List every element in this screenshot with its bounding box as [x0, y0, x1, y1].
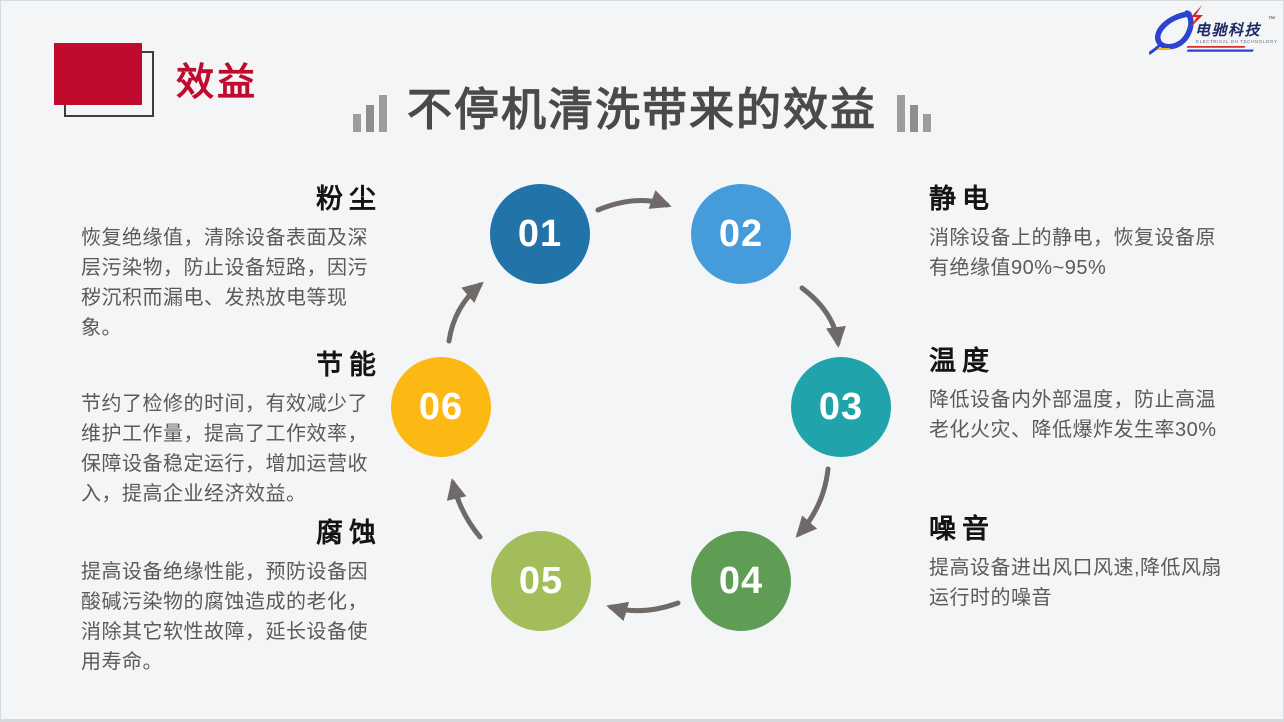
logo-stripe-blue — [1186, 49, 1254, 52]
logo-swoosh-tail — [1148, 42, 1163, 55]
benefit-block-dust: 粉尘 恢复绝缘值，清除设备表面及深层污染物，防止设备短路，因污秽沉积而漏电、发热… — [81, 183, 386, 343]
step-circle-04: 04 — [691, 531, 791, 631]
benefit-block-noise: 噪音 提高设备进出风口风速,降低风扇运行时的噪音 — [929, 513, 1234, 613]
benefit-body: 恢复绝缘值，清除设备表面及深层污染物，防止设备短路，因污秽沉积而漏电、发热放电等… — [81, 227, 368, 339]
title-row: 不停机清洗带来的效益 — [1, 73, 1283, 138]
benefit-heading: 噪音 — [929, 514, 995, 544]
benefit-block-corrosion: 腐蚀 提高设备绝缘性能，预防设备因酸碱污染物的腐蚀造成的老化，消除其它软性故障，… — [81, 517, 386, 677]
company-logo: 电驰科技 ™ ELECTRICAL DH TECHNOLOGY — [1148, 4, 1277, 60]
benefit-body: 消除设备上的静电，恢复设备原有绝缘值90%~95% — [929, 227, 1216, 279]
benefit-body: 降低设备内外部温度，防止高温老化火灾、降低爆炸发生率30% — [929, 389, 1217, 441]
corner-badge — [54, 43, 214, 123]
benefit-body: 提高设备进出风口风速,降低风扇运行时的噪音 — [929, 557, 1223, 609]
benefit-block-static: 静电 消除设备上的静电，恢复设备原有绝缘值90%~95% — [929, 183, 1234, 283]
logo-graphic: 电驰科技 ™ ELECTRICAL DH TECHNOLOGY — [1148, 5, 1277, 55]
benefit-heading: 腐蚀 — [316, 518, 382, 548]
logo-trademark: ™ — [1268, 16, 1275, 23]
arrow-04-to-05 — [606, 600, 681, 622]
corner-badge-fill — [54, 43, 142, 105]
benefit-body: 节约了检修的时间，有效减少了维护工作量，提高了工作效率，保障设备稳定运行，增加运… — [81, 393, 368, 505]
equalizer-bars-left-icon — [352, 95, 387, 138]
arrow-06-to-01 — [446, 281, 484, 344]
benefit-heading: 温度 — [929, 346, 995, 376]
benefit-block-energy: 节能 节约了检修的时间，有效减少了维护工作量，提高了工作效率，保障设备稳定运行，… — [81, 349, 386, 509]
section-label: 效益 — [176, 62, 259, 104]
logo-stripe-yellow — [1157, 48, 1171, 50]
page-title: 不停机清洗带来的效益 — [406, 84, 877, 135]
step-circle-06: 06 — [391, 357, 491, 457]
benefit-body: 提高设备绝缘性能，预防设备因酸碱污染物的腐蚀造成的老化，消除其它软性故障，延长设… — [81, 561, 368, 673]
lightning-bolt-icon — [1189, 5, 1203, 29]
benefit-block-temperature: 温度 降低设备内外部温度，防止高温老化火灾、降低爆炸发生率30% — [929, 345, 1234, 445]
logo-tagline: ELECTRICAL DH TECHNOLOGY — [1196, 39, 1277, 44]
step-circle-01: 01 — [490, 184, 590, 284]
benefit-heading: 静电 — [929, 184, 995, 214]
equalizer-bars-right-icon — [897, 95, 931, 138]
logo-swoosh-icon — [1155, 10, 1194, 50]
step-circle-03: 03 — [791, 357, 891, 457]
arrow-01-to-02 — [595, 190, 672, 213]
benefit-heading: 节能 — [316, 350, 382, 380]
step-circle-02: 02 — [691, 184, 791, 284]
arrow-02-to-03 — [799, 285, 846, 348]
benefit-heading: 粉尘 — [316, 184, 382, 214]
arrow-03-to-04 — [795, 466, 831, 538]
step-circle-05: 05 — [491, 531, 591, 631]
logo-brand-text: 电驰科技 — [1195, 22, 1262, 39]
arrow-05-to-06 — [446, 478, 483, 540]
logo-stripe-red — [1186, 46, 1246, 48]
